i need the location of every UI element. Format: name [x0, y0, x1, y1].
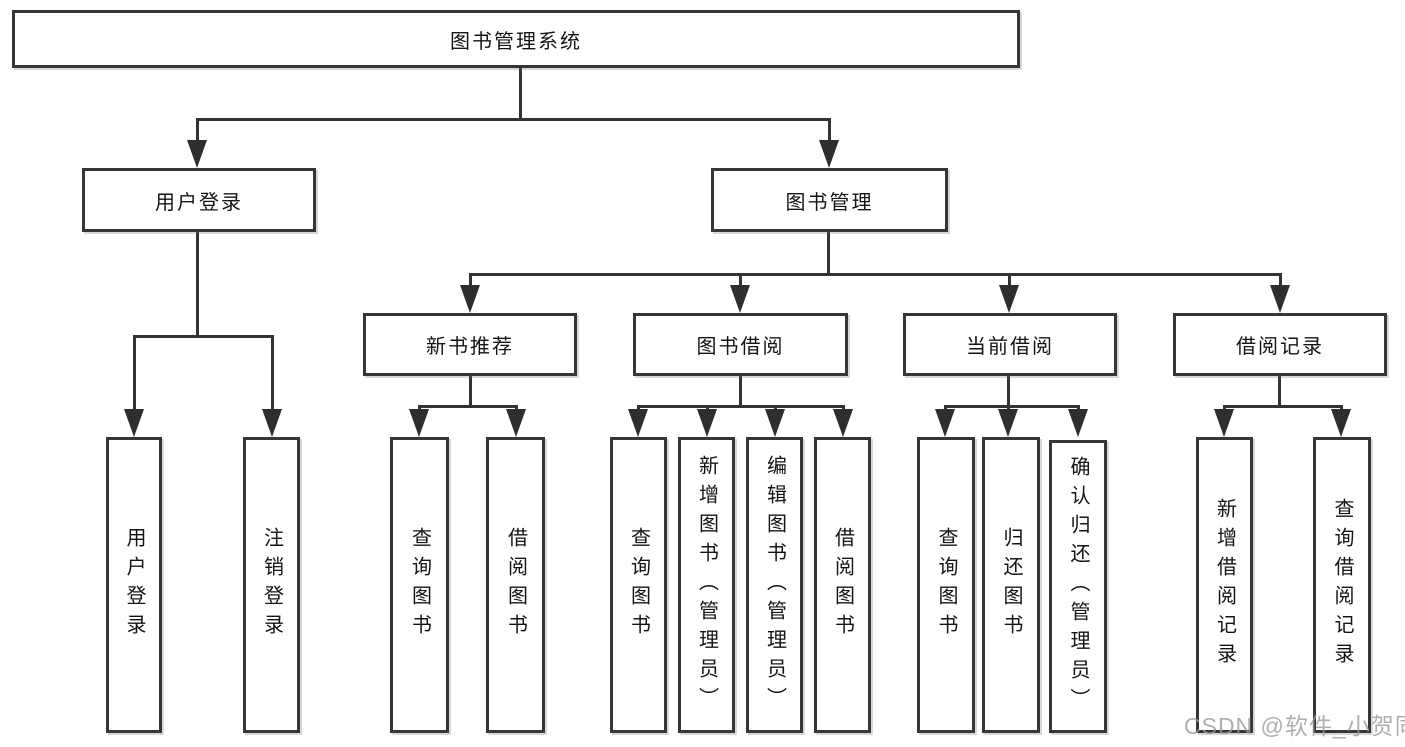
leaf-query-borrow-record: 查询借阅记录	[1313, 437, 1371, 733]
connector-line	[196, 118, 831, 121]
connector-line	[739, 376, 742, 408]
connector-arrow-down-icon	[1270, 275, 1290, 313]
connector-line	[1223, 405, 1343, 408]
connector-arrow-down-icon	[262, 337, 282, 437]
connector-arrow-down-icon	[187, 120, 207, 168]
connector-arrow-down-icon	[697, 407, 717, 437]
connector-arrow-down-icon	[999, 275, 1019, 313]
leaf-add-borrow-record: 新增借阅记录	[1196, 437, 1253, 733]
connector-line	[469, 273, 1282, 276]
connector-arrow-down-icon	[730, 275, 750, 313]
connector-arrow-down-icon	[409, 407, 429, 437]
node-book-borrow: 图书借阅	[633, 313, 848, 376]
connector-line	[637, 405, 845, 408]
connector-line	[944, 405, 1080, 408]
node-root: 图书管理系统	[12, 10, 1020, 68]
leaf-borrow-books-2: 借阅图书	[814, 437, 871, 733]
leaf-return-books: 归还图书	[982, 437, 1040, 733]
connector-arrow-down-icon	[833, 407, 853, 437]
connector-line	[133, 335, 274, 338]
node-current-borrow: 当前借阅	[903, 313, 1117, 376]
connector-arrow-down-icon	[1068, 407, 1088, 437]
leaf-query-books-3: 查询图书	[917, 437, 975, 733]
connector-arrow-down-icon	[506, 407, 526, 437]
connector-arrow-down-icon	[935, 407, 955, 437]
leaf-add-books-admin: 新增图书（管理员）	[678, 437, 735, 733]
connector-line	[418, 405, 518, 408]
connector-line	[1278, 376, 1281, 408]
node-borrow-records: 借阅记录	[1173, 313, 1387, 376]
connector-line	[469, 376, 472, 408]
connector-line	[1007, 376, 1010, 408]
node-book-management: 图书管理	[711, 168, 948, 232]
leaf-user-login: 用户登录	[106, 437, 162, 733]
leaf-logout: 注销登录	[243, 437, 300, 733]
leaf-edit-books-admin: 编辑图书（管理员）	[746, 437, 803, 733]
leaf-confirm-return-admin: 确认归还（管理员）	[1049, 440, 1107, 733]
connector-arrow-down-icon	[819, 120, 839, 168]
connector-line	[827, 231, 830, 276]
node-user-login: 用户登录	[82, 168, 316, 232]
connector-arrow-down-icon	[1214, 407, 1234, 437]
connector-arrow-down-icon	[765, 407, 785, 437]
connector-arrow-down-icon	[998, 407, 1018, 437]
node-new-book-recommend: 新书推荐	[363, 313, 577, 376]
leaf-query-books-2: 查询图书	[610, 437, 667, 733]
connector-line	[519, 66, 522, 121]
leaf-borrow-books-1: 借阅图书	[486, 437, 545, 733]
leaf-query-books-1: 查询图书	[390, 437, 449, 733]
connector-arrow-down-icon	[1331, 407, 1351, 437]
connector-arrow-down-icon	[460, 275, 480, 313]
connector-arrow-down-icon	[628, 407, 648, 437]
csdn-watermark: CSDN @软件_小贺同学	[1184, 713, 1405, 739]
connector-arrow-down-icon	[124, 337, 144, 437]
connector-line	[196, 231, 199, 338]
